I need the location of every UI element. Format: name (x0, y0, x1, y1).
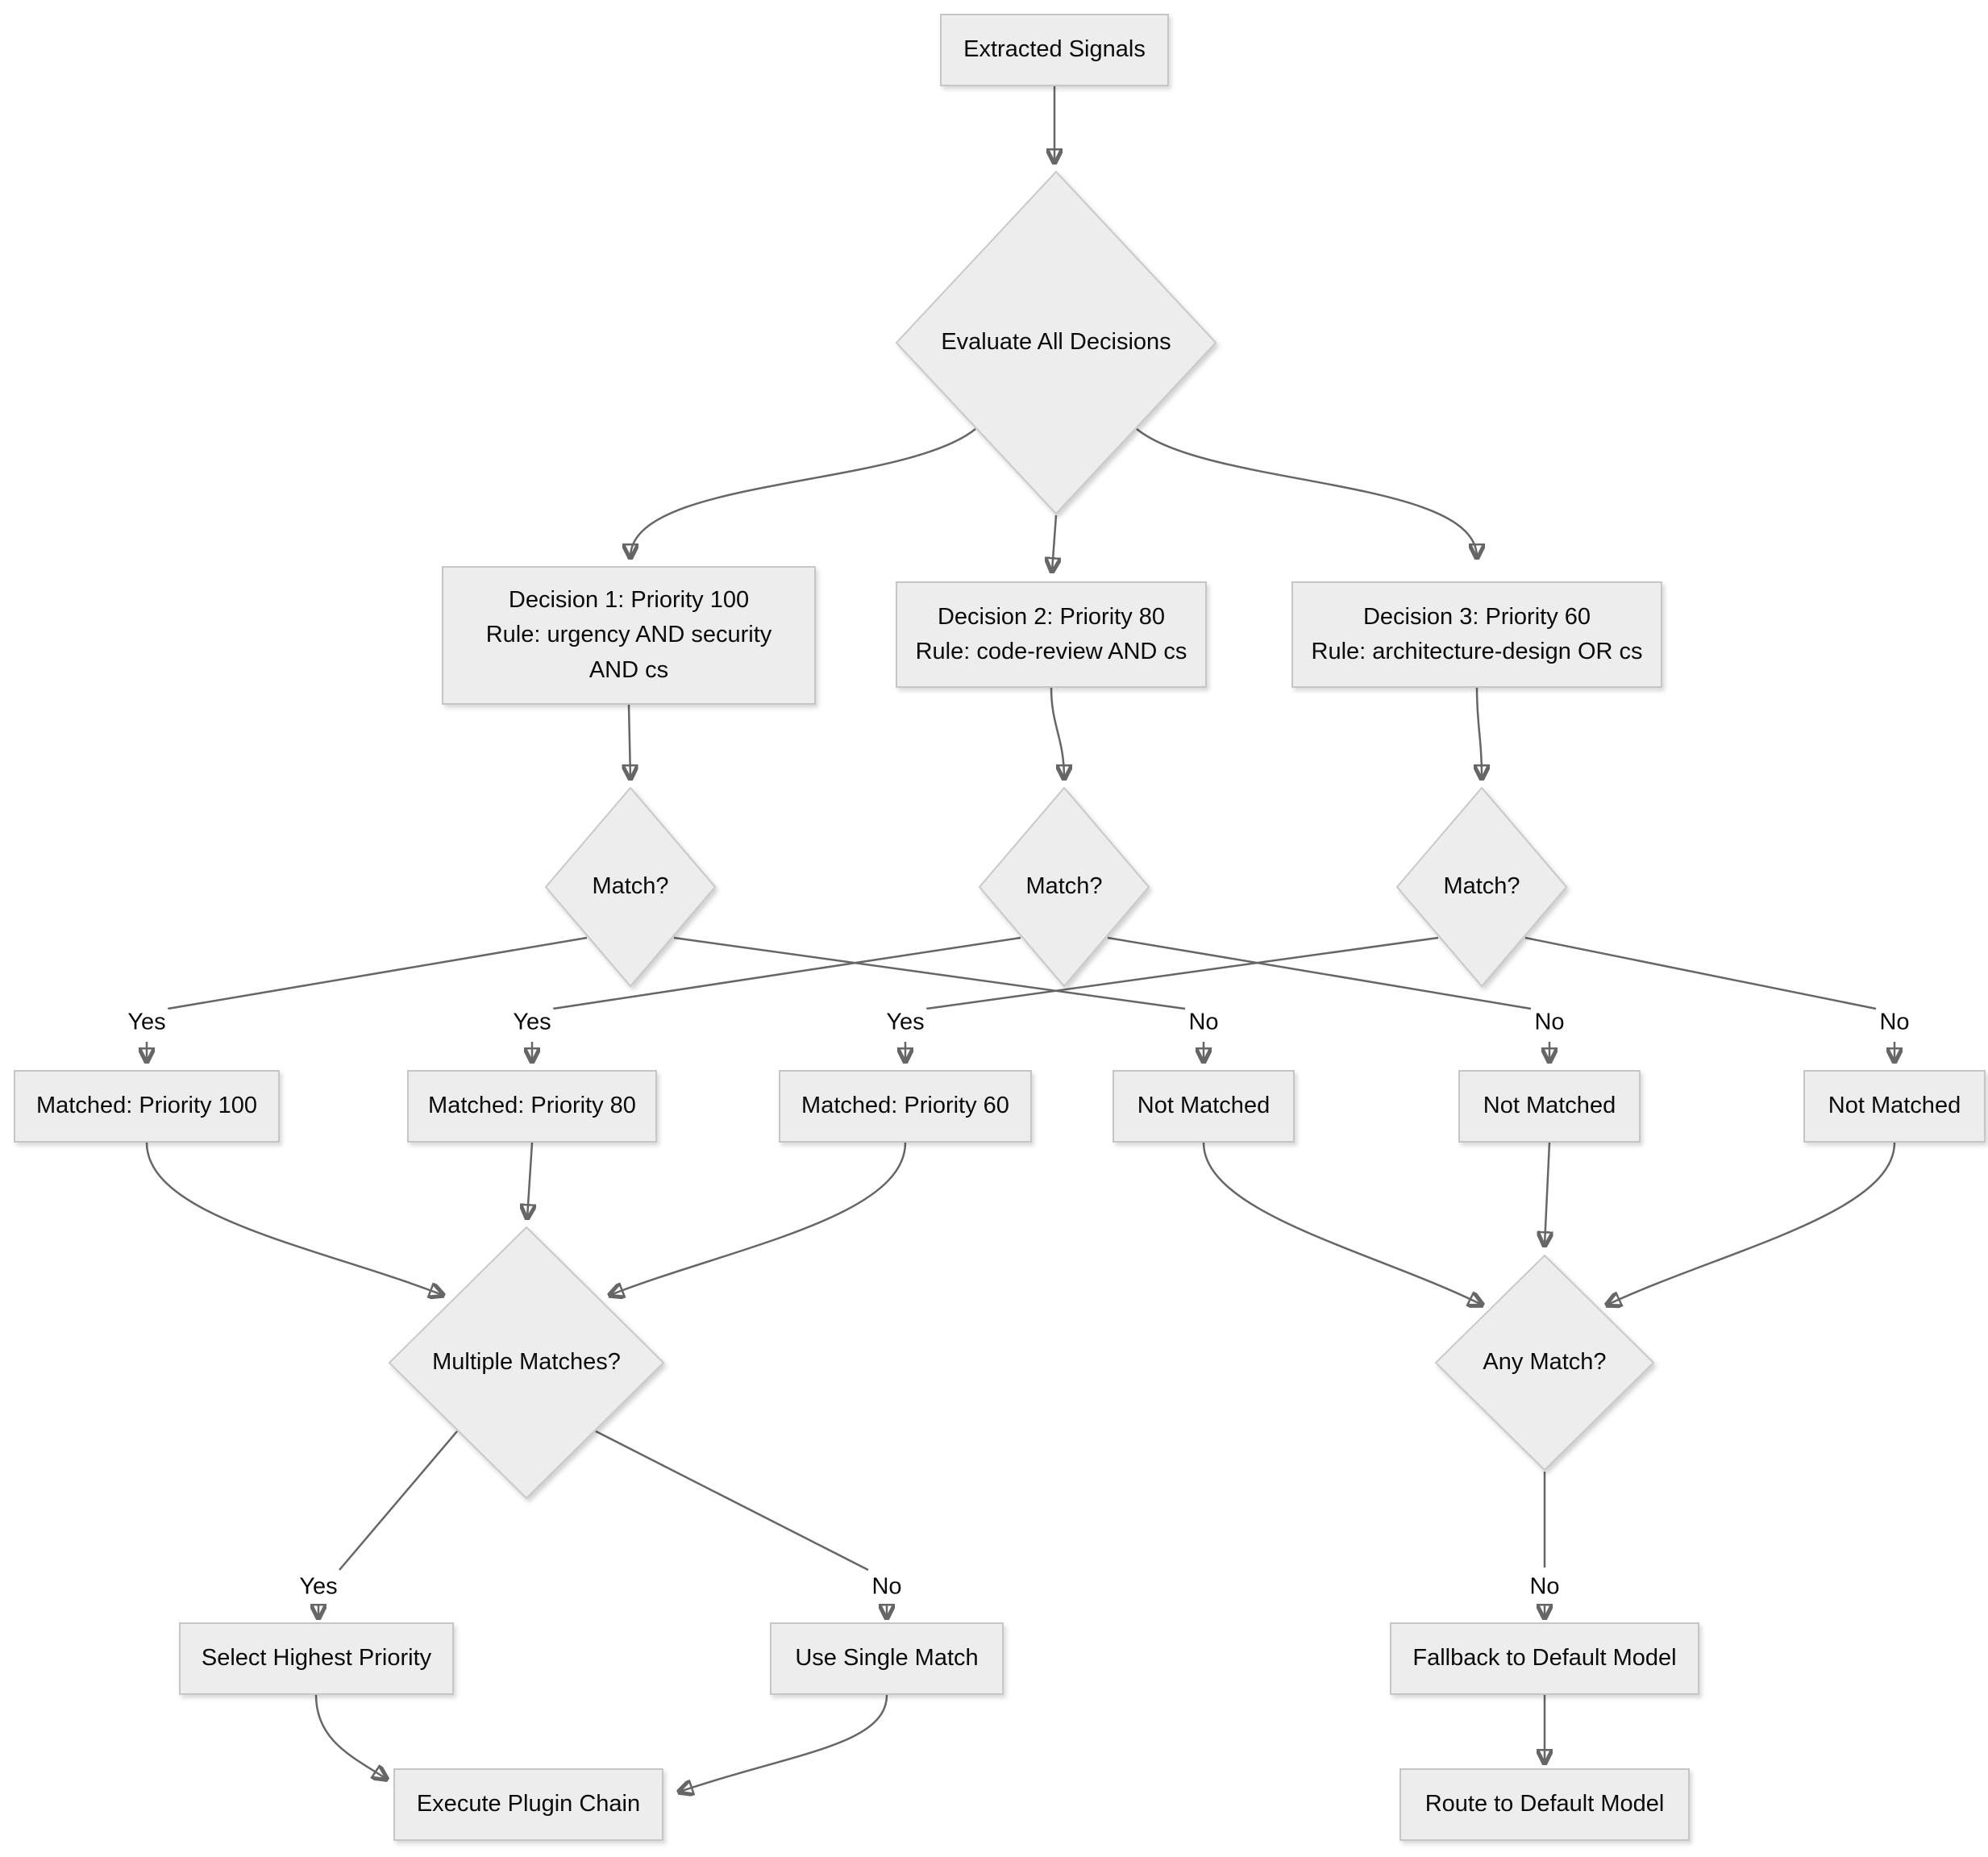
node-decision-2-label: Decision 2: Priority 80 Rule: code-revie… (915, 603, 1187, 665)
node-matched-priority-100: Matched: Priority 100 (14, 1070, 280, 1143)
edge-label-match1-no: No (1185, 1009, 1222, 1036)
node-not-matched-3-label: Not Matched (1828, 1093, 1961, 1119)
node-select-highest-priority-label: Select Highest Priority (201, 1645, 432, 1672)
edge-label-multiple-no: No (868, 1573, 905, 1601)
node-match-3-label: Match? (1443, 873, 1520, 900)
edge-notmatched3-to-anymatch (1607, 1142, 1896, 1305)
edge-multiple-no-diagonal (595, 1430, 869, 1572)
any-match-diamond-shape (1434, 1254, 1655, 1472)
edge-evaluate-to-decision3 (1136, 428, 1477, 557)
node-evaluate-all-decisions: Evaluate All Decisions (895, 170, 1217, 515)
node-decision-3-label: Decision 3: Priority 60 Rule: architectu… (1311, 603, 1643, 665)
node-use-single-match: Use Single Match (770, 1622, 1004, 1695)
edge-label-match3-no: No (1876, 1009, 1913, 1036)
node-select-highest-priority: Select Highest Priority (179, 1622, 454, 1695)
edge-label-match1-yes: Yes (124, 1009, 169, 1036)
edge-evaluate-to-decision1 (630, 428, 976, 557)
node-match-3: Match? (1395, 786, 1568, 988)
node-matched-priority-80-label: Matched: Priority 80 (428, 1093, 636, 1119)
node-matched-priority-60: Matched: Priority 60 (779, 1070, 1032, 1143)
node-not-matched-2-label: Not Matched (1483, 1093, 1616, 1119)
edge-label-match2-yes: Yes (509, 1009, 555, 1036)
node-matched-priority-100-label: Matched: Priority 100 (35, 1093, 257, 1119)
node-evaluate-all-decisions-label: Evaluate All Decisions (941, 329, 1171, 356)
node-decision-1: Decision 1: Priority 100 Rule: urgency A… (442, 566, 816, 705)
edge-match2-yes-diagonal (552, 936, 1021, 1010)
match-3-diamond-shape (1395, 786, 1568, 988)
node-matched-priority-80: Matched: Priority 80 (407, 1070, 657, 1143)
node-decision-1-label: Decision 1: Priority 100 Rule: urgency A… (485, 586, 772, 683)
node-not-matched-1: Not Matched (1113, 1070, 1295, 1143)
edge-matched80-to-multiple (527, 1142, 532, 1218)
node-match-1-label: Match? (592, 873, 669, 900)
node-any-match-label: Any Match? (1483, 1349, 1607, 1376)
node-any-match: Any Match? (1434, 1254, 1655, 1472)
edge-decision2-to-match2 (1050, 687, 1064, 778)
evaluate-diamond-shape (895, 170, 1217, 515)
edge-single-to-execute (680, 1694, 888, 1792)
node-multiple-matches: Multiple Matches? (388, 1226, 665, 1500)
edge-match1-no-diagonal (673, 936, 1186, 1010)
node-match-2: Match? (978, 786, 1150, 988)
node-decision-2: Decision 2: Priority 80 Rule: code-revie… (896, 581, 1207, 688)
edge-decision3-to-match3 (1477, 687, 1482, 778)
edge-matched100-to-multiple (145, 1142, 443, 1295)
match-1-diamond-shape (544, 786, 717, 988)
node-use-single-match-label: Use Single Match (795, 1645, 979, 1672)
edge-select-to-execute (314, 1694, 386, 1779)
edge-matched60-to-multiple (610, 1142, 907, 1295)
node-match-2-label: Match? (1025, 873, 1103, 900)
node-execute-plugin-chain: Execute Plugin Chain (393, 1768, 663, 1841)
node-not-matched-3: Not Matched (1803, 1070, 1986, 1143)
node-extracted-signals: Extracted Signals (940, 14, 1169, 86)
edge-decision1-to-match1 (629, 704, 630, 778)
node-extracted-signals-label: Extracted Signals (963, 36, 1146, 63)
node-fallback-to-default-model: Fallback to Default Model (1390, 1622, 1699, 1695)
node-route-to-default-model-label: Route to Default Model (1424, 1791, 1665, 1817)
edge-notmatched1-to-anymatch (1202, 1142, 1482, 1305)
edge-label-anymatch-no: No (1526, 1573, 1563, 1601)
node-execute-plugin-chain-label: Execute Plugin Chain (416, 1791, 641, 1817)
edge-label-match3-yes: Yes (883, 1009, 928, 1036)
edge-match2-no-diagonal (1107, 936, 1532, 1010)
node-route-to-default-model: Route to Default Model (1400, 1768, 1690, 1841)
edge-notmatched2-to-anymatch (1545, 1142, 1549, 1245)
multiple-matches-diamond-shape (388, 1226, 665, 1500)
node-fallback-to-default-model-label: Fallback to Default Model (1412, 1645, 1677, 1672)
edge-match3-yes-diagonal (925, 936, 1439, 1010)
node-multiple-matches-label: Multiple Matches? (432, 1349, 621, 1376)
edge-evaluate-to-decision2 (1052, 514, 1056, 571)
node-decision-3: Decision 3: Priority 60 Rule: architectu… (1291, 581, 1662, 688)
match-2-diamond-shape (978, 786, 1150, 988)
node-not-matched-1-label: Not Matched (1137, 1093, 1271, 1119)
edge-label-match2-no: No (1531, 1009, 1568, 1036)
edge-multiple-yes-diagonal (339, 1430, 458, 1571)
edge-match3-no-diagonal (1524, 936, 1877, 1010)
edge-match1-yes-diagonal (167, 936, 588, 1010)
node-match-1: Match? (544, 786, 717, 988)
node-not-matched-2: Not Matched (1458, 1070, 1641, 1143)
edge-label-multiple-yes: Yes (296, 1573, 341, 1601)
node-matched-priority-60-label: Matched: Priority 60 (801, 1093, 1009, 1119)
